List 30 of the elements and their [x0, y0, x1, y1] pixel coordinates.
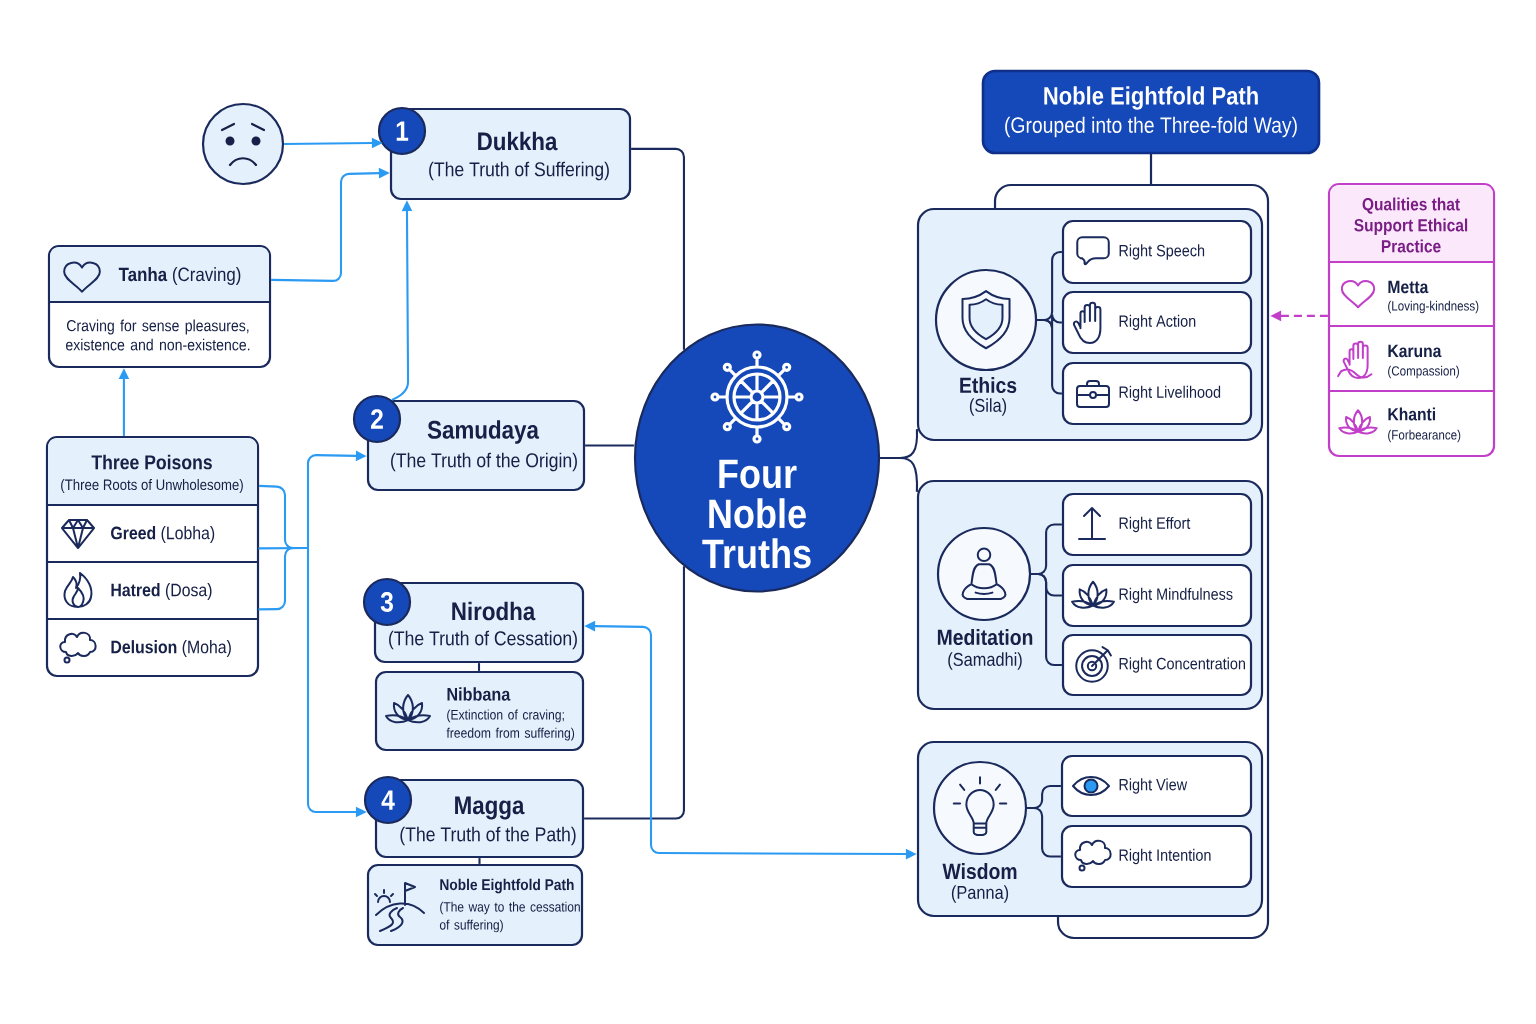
connector-line	[1037, 318, 1062, 395]
list-row: Greed (Lobha)	[47, 503, 258, 543]
item-box: Right Concentration	[1061, 633, 1253, 697]
connector-line	[631, 147, 685, 350]
item-box: Right Mindfulness	[1061, 563, 1253, 628]
list-row: Delusion (Moha)	[47, 617, 258, 657]
list-row: Khanti (Forbearance)	[1329, 389, 1494, 443]
item-box: Right Effort	[1061, 492, 1253, 557]
item-box: Right Livelihood	[1061, 361, 1253, 426]
list-row: Hatred (Dosa)	[47, 560, 258, 600]
title-box: Noble Eightfold Path (Grouped into the Three-fold Way)	[981, 69, 1321, 155]
connector-line	[1031, 572, 1062, 667]
connector-line	[477, 663, 481, 671]
sad-face	[201, 102, 285, 186]
item-box: Right View	[1060, 754, 1253, 818]
item-box: Right Action	[1061, 290, 1253, 355]
connector-line	[880, 456, 919, 492]
detail-box: Nibbana (Extinction of craving; freedom from suffering)	[374, 670, 585, 752]
list-row: Karuna (Compassion)	[1329, 324, 1494, 379]
detail-box: Noble Eightfold Path (The way to the cessation of suffering)	[366, 863, 584, 947]
number-badge: 1	[377, 106, 427, 156]
info-card: Tanha (Craving) Craving for sense pleasures, existence and non-existence.	[47, 244, 272, 369]
item-box: Right Intention	[1060, 824, 1253, 889]
connector-line	[584, 566, 685, 820]
number-badge: 4	[363, 775, 413, 825]
list-row: Metta (Loving-kindness)	[1329, 260, 1494, 314]
connector-line	[585, 444, 634, 447]
number-badge: 2	[352, 394, 402, 444]
connector-line	[478, 858, 481, 864]
item-box: Right Speech	[1061, 219, 1253, 285]
